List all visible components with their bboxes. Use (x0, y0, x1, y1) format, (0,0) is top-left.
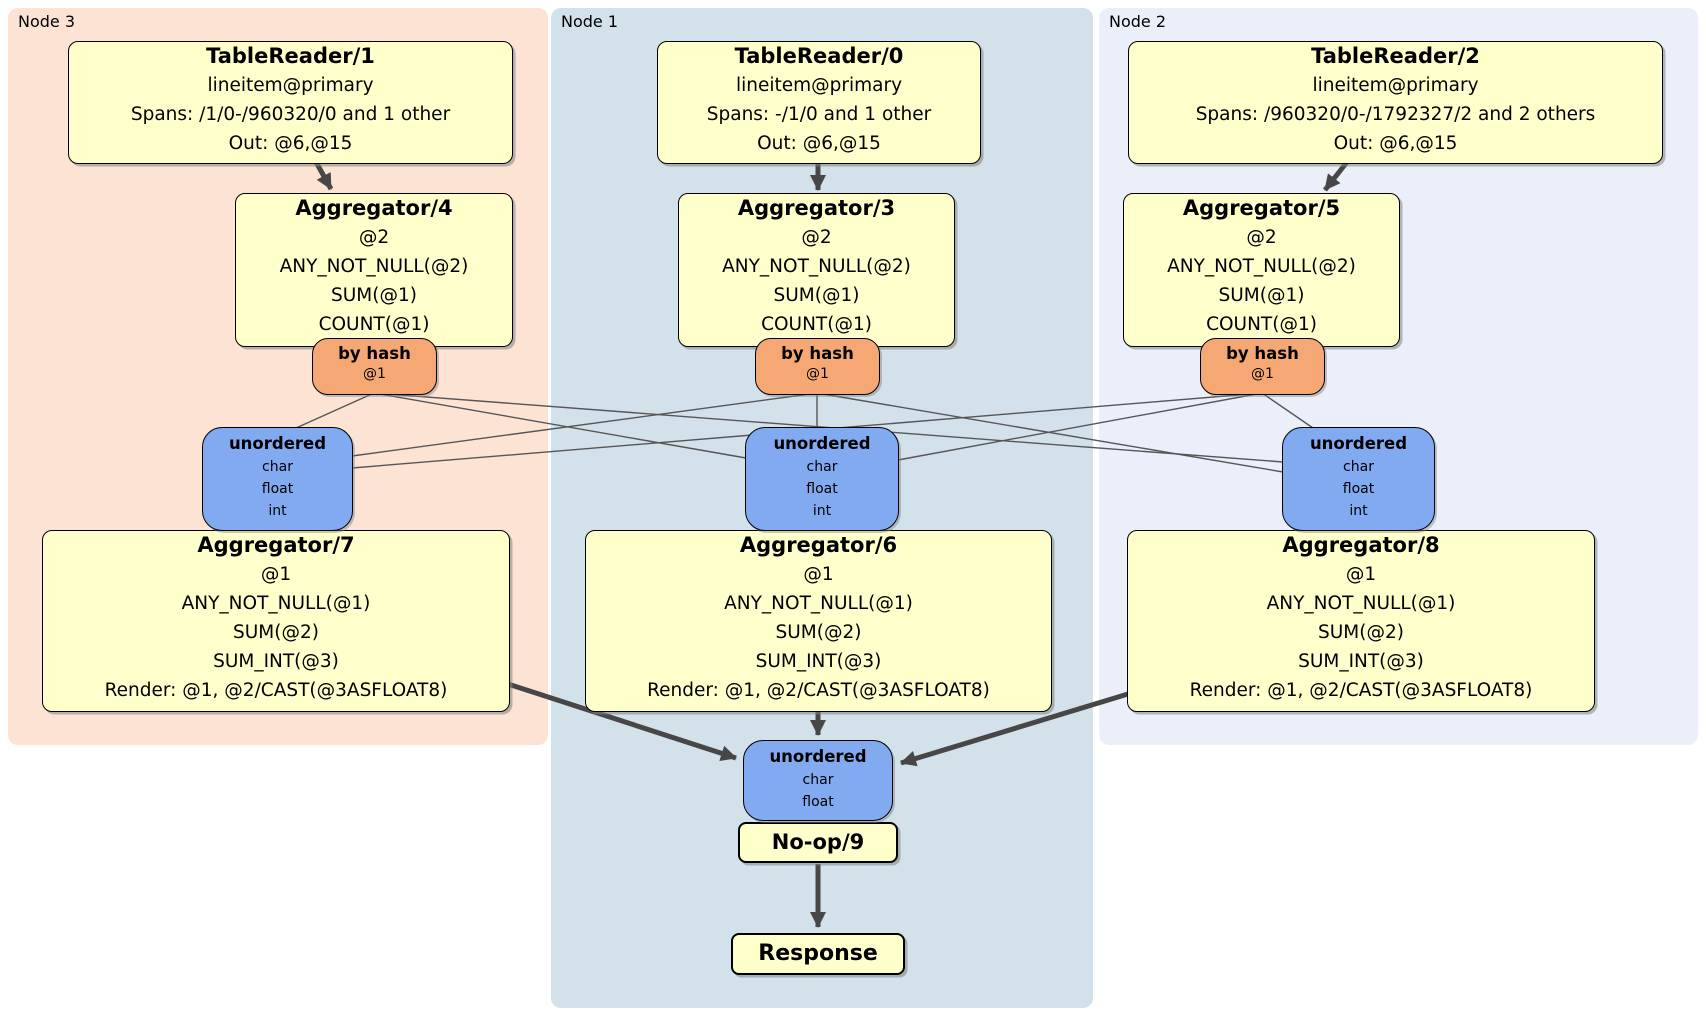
processor-detail: @1 (260, 564, 292, 585)
processor-detail: @2 (801, 227, 832, 248)
processor-title: Aggregator/7 (197, 533, 355, 557)
processor-title: Aggregator/3 (737, 196, 896, 220)
processor-detail: ANY_NOT_NULL(@2) (1167, 256, 1356, 277)
processor-tablereader-2: TableReader/2 lineitem@primary Spans: /9… (1128, 41, 1663, 164)
processor-aggregator-3: Aggregator/3 @2 ANY_NOT_NULL(@2) SUM(@1)… (678, 193, 955, 347)
processor-tablereader-1: TableReader/1 lineitem@primary Spans: /1… (68, 41, 513, 164)
node-region-label: Node 3 (18, 12, 76, 31)
router-detail: @1 (363, 366, 386, 382)
router-detail: @1 (1251, 366, 1274, 382)
processor-title: TableReader/2 (1311, 44, 1480, 68)
processor-title: Aggregator/6 (739, 533, 898, 557)
processor-aggregator-4: Aggregator/4 @2 ANY_NOT_NULL(@2) SUM(@1)… (235, 193, 513, 347)
router-label: by hash (781, 344, 854, 363)
processor-detail: Out: @6,@15 (757, 133, 881, 154)
processor-title: No-op/9 (771, 830, 865, 854)
processor-detail: lineitem@primary (735, 75, 903, 96)
processor-detail: ANY_NOT_NULL(@2) (722, 256, 911, 277)
sync-column: int (268, 503, 287, 519)
sync-label: unordered (1309, 434, 1408, 453)
router-by-hash-node2: by hash @1 (1200, 338, 1325, 395)
processor-detail: SUM(@2) (1318, 622, 1404, 643)
processor-detail: Spans: /960320/0-/1792327/2 and 2 others (1195, 104, 1596, 125)
processor-detail: @1 (803, 564, 834, 585)
processor-detail: SUM(@1) (1218, 285, 1305, 306)
processor-detail: ANY_NOT_NULL(@1) (724, 593, 913, 614)
processor-detail: Render: @1, @2/CAST(@3ASFLOAT8) (104, 680, 448, 701)
sync-column: float (802, 794, 834, 810)
sync-column: float (806, 481, 838, 497)
edge-byhash3-unordered1 (373, 392, 747, 459)
sync-unordered-final: unordered char float (743, 740, 893, 821)
processor-detail: @2 (358, 227, 390, 248)
processor-detail: Spans: -/1/0 and 1 other (706, 104, 932, 125)
processor-aggregator-7: Aggregator/7 @1 ANY_NOT_NULL(@1) SUM(@2)… (42, 530, 510, 712)
processor-title: TableReader/0 (734, 44, 904, 68)
node-region-label: Node 1 (561, 12, 619, 31)
processor-detail: SUM_INT(@3) (1298, 651, 1424, 672)
router-by-hash-node1: by hash @1 (755, 338, 880, 395)
processor-title: Aggregator/5 (1182, 196, 1341, 220)
processor-tablereader-0: TableReader/0 lineitem@primary Spans: -/… (657, 41, 981, 164)
sync-column: char (262, 459, 293, 475)
processor-detail: Out: @6,@15 (1333, 133, 1458, 154)
sync-label: unordered (773, 434, 871, 453)
edge-aggregator8-unordered-final (900, 691, 1129, 767)
processor-title: TableReader/1 (206, 44, 375, 68)
processor-detail: COUNT(@1) (318, 314, 430, 335)
processor-detail: SUM(@2) (775, 622, 862, 643)
sync-unordered-node1: unordered char float int (745, 427, 899, 531)
edge-aggregator7-unordered-final (507, 681, 737, 761)
sync-unordered-node2: unordered char float int (1282, 427, 1435, 531)
processor-detail: lineitem@primary (1312, 75, 1479, 96)
processor-detail: @1 (1345, 564, 1377, 585)
processor-detail: Out: @6,@15 (228, 133, 353, 154)
sync-unordered-node3: unordered char float int (202, 427, 353, 531)
processor-title: Response (758, 941, 878, 966)
processor-aggregator-5: Aggregator/5 @2 ANY_NOT_NULL(@2) SUM(@1)… (1123, 193, 1400, 347)
processor-detail: lineitem@primary (207, 75, 374, 96)
router-label: by hash (338, 344, 411, 363)
processor-detail: Spans: /1/0-/960320/0 and 1 other (130, 104, 451, 125)
response-node: Response (731, 933, 905, 975)
sync-column: int (812, 503, 832, 519)
edge-byhash2-unordered2 (1261, 392, 1314, 429)
router-label: by hash (1226, 344, 1299, 363)
sync-column: char (806, 459, 838, 475)
processor-detail: ANY_NOT_NULL(@1) (1266, 593, 1456, 614)
processor-detail: ANY_NOT_NULL(@2) (279, 256, 469, 277)
edge-byhash2-unordered1 (897, 392, 1263, 461)
sync-column: int (1349, 503, 1368, 519)
edge-tablereader1-aggregator4 (313, 160, 334, 191)
sync-column: float (261, 481, 294, 497)
sync-label: unordered (769, 747, 867, 766)
sync-column: char (1343, 459, 1374, 475)
processor-detail: Render: @1, @2/CAST(@3ASFLOAT8) (647, 680, 990, 701)
router-detail: @1 (806, 366, 829, 382)
processor-detail: Render: @1, @2/CAST(@3ASFLOAT8) (1189, 680, 1533, 701)
processor-detail: SUM_INT(@3) (213, 651, 339, 672)
processor-title: Aggregator/4 (295, 196, 453, 220)
processor-detail: @2 (1246, 227, 1277, 248)
edge-byhash1-unordered3 (351, 392, 818, 457)
edge-tablereader2-aggregator5 (1323, 160, 1349, 192)
processor-detail: SUM(@2) (233, 622, 319, 643)
processor-detail: SUM_INT(@3) (755, 651, 882, 672)
processor-noop-9: No-op/9 (738, 822, 898, 863)
processor-title: Aggregator/8 (1282, 533, 1440, 557)
sync-label: unordered (228, 434, 327, 453)
sync-column: char (802, 772, 834, 788)
edge-byhash3-unordered3 (295, 392, 375, 429)
node-region-label: Node 2 (1109, 12, 1167, 31)
processor-detail: COUNT(@1) (1206, 314, 1317, 335)
flow-arrows (313, 160, 1349, 928)
processor-detail: SUM(@1) (773, 285, 860, 306)
processor-detail: COUNT(@1) (761, 314, 872, 335)
router-by-hash-node3: by hash @1 (312, 338, 437, 395)
processor-detail: SUM(@1) (331, 285, 417, 306)
processor-aggregator-8: Aggregator/8 @1 ANY_NOT_NULL(@1) SUM(@2)… (1127, 530, 1595, 712)
processor-detail: ANY_NOT_NULL(@1) (181, 593, 371, 614)
sync-column: float (1342, 481, 1375, 497)
processor-aggregator-6: Aggregator/6 @1 ANY_NOT_NULL(@1) SUM(@2)… (585, 530, 1052, 712)
